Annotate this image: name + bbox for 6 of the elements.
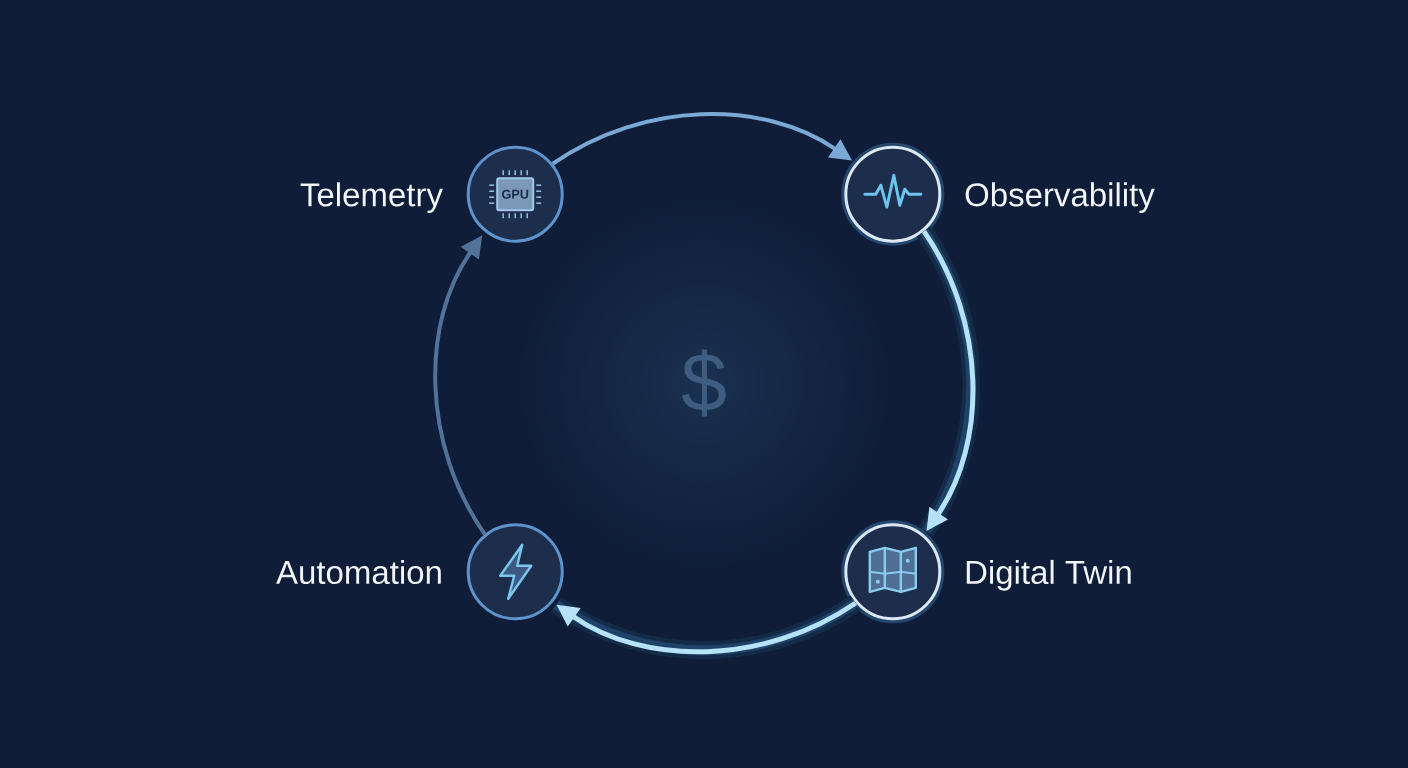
node-label: Digital Twin (966, 559, 1131, 591)
dollar-sign: $ (681, 349, 726, 417)
chip-label: GPU (502, 189, 529, 199)
node-label: Observability (965, 182, 1155, 214)
node-label: Automation (276, 559, 441, 585)
node-label: Telemetry (300, 182, 443, 214)
